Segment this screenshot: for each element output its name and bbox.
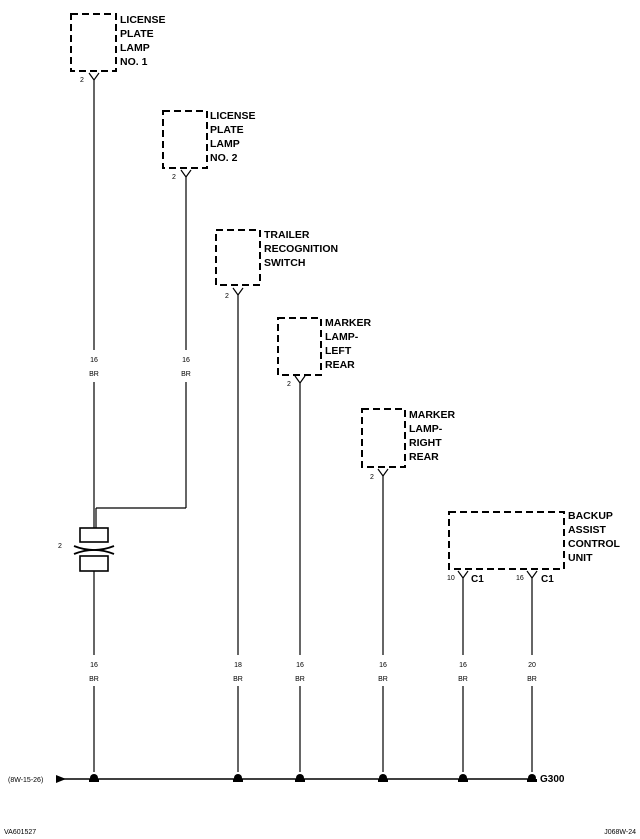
component-label-line: LAMP- — [325, 331, 359, 343]
pin-terminals — [88, 72, 538, 580]
wire-gauge: 20 — [528, 662, 536, 669]
junction-dot — [295, 774, 305, 782]
backup-assist-control-unit: BACKUP ASSIST CONTROL UNIT 10 C1 16 C1 — [447, 510, 620, 585]
component-label-line: LAMP — [210, 138, 240, 150]
wire-color: BR — [458, 676, 468, 683]
component-label-line: LAMP — [120, 42, 150, 54]
component-label-line: MARKER — [409, 409, 455, 421]
component-label-line: LICENSE — [210, 110, 256, 122]
component-label-line: NO. 2 — [210, 152, 238, 164]
wire-gauge: 16 — [182, 357, 190, 364]
license-plate-lamp-2: LICENSE PLATE LAMP NO. 2 2 — [162, 110, 256, 181]
junction-dot — [378, 774, 388, 782]
connector-label: C1 — [471, 574, 484, 585]
pin-number: 2 — [370, 474, 374, 481]
wire-labels-lower: 16 BR 18 BR 16 BR 16 BR 16 BR 20 BR — [89, 662, 537, 683]
wire-labels-upper: 16 BR 16 BR — [89, 357, 191, 378]
footer-right-code: J068W-24 — [604, 829, 636, 836]
junction-dot — [458, 774, 468, 782]
wire-gauge: 18 — [234, 662, 242, 669]
junction-dot — [89, 774, 99, 782]
wire-gauge: 16 — [296, 662, 304, 669]
junction-dot — [527, 774, 537, 782]
component-label-line: RIGHT — [409, 437, 442, 449]
connector-label: C1 — [541, 574, 554, 585]
component-label-line: REAR — [409, 451, 439, 463]
wire-color: BR — [527, 676, 537, 683]
pin-number: 2 — [80, 77, 84, 84]
wires — [56, 80, 534, 783]
pin-number: 2 — [172, 174, 176, 181]
component-label-line: UNIT — [568, 552, 593, 564]
page-reference: (8W-15-26) — [8, 777, 43, 784]
component-label-line: CONTROL — [568, 538, 620, 550]
wire-gauge: 16 — [379, 662, 387, 669]
pin-number: 16 — [516, 575, 524, 582]
license-plate-lamp-1: LICENSE PLATE LAMP NO. 1 2 — [70, 13, 166, 84]
component-label-line: SWITCH — [264, 257, 305, 269]
component-label-line: NO. 1 — [120, 56, 148, 68]
component-label-line: LICENSE — [120, 14, 166, 26]
component-label-line: REAR — [325, 359, 355, 371]
junction-dot — [233, 774, 243, 782]
trailer-recognition-switch: TRAILER RECOGNITION SWITCH 2 — [215, 229, 338, 300]
footer-left-code: VA601527 — [4, 829, 36, 836]
wire-gauge: 16 — [90, 357, 98, 364]
component-label-line: BACKUP — [568, 510, 613, 522]
ground-junctions — [89, 774, 537, 782]
wire-gauge: 16 — [90, 662, 98, 669]
component-label-line: LAMP- — [409, 423, 443, 435]
wire-color: BR — [181, 371, 191, 378]
pin-number: 2 — [287, 381, 291, 388]
component-label-line: MARKER — [325, 317, 371, 329]
wire-color: BR — [89, 676, 99, 683]
wire-color: BR — [233, 676, 243, 683]
component-label-line: ASSIST — [568, 524, 607, 536]
component-label-line: PLATE — [210, 124, 244, 136]
component-label-line: TRAILER — [264, 229, 310, 241]
marker-lamp-right-rear: MARKER LAMP- RIGHT REAR 2 — [361, 408, 455, 481]
component-label-line: PLATE — [120, 28, 154, 40]
inline-connector: 2 — [58, 527, 115, 572]
wire-color: BR — [89, 371, 99, 378]
wire-gauge: 16 — [459, 662, 467, 669]
wire-color: BR — [295, 676, 305, 683]
wire-color: BR — [378, 676, 388, 683]
component-label-line: RECOGNITION — [264, 243, 338, 255]
marker-lamp-left-rear: MARKER LAMP- LEFT REAR 2 — [277, 317, 371, 388]
pin-number: 10 — [447, 575, 455, 582]
ground-label: G300 — [540, 774, 565, 785]
pin-number: 2 — [225, 293, 229, 300]
component-label-line: LEFT — [325, 345, 352, 357]
splice-pin-number: 2 — [58, 543, 62, 550]
